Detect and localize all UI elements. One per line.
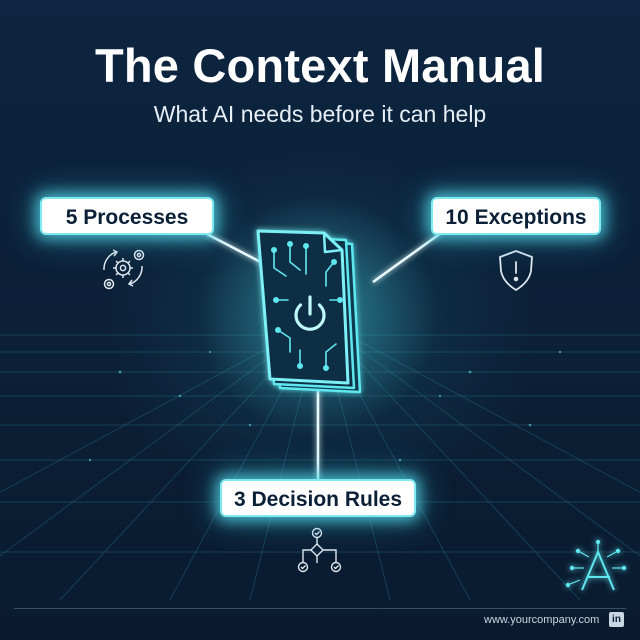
footer-url[interactable]: www.yourcompany.com <box>484 614 600 626</box>
shield-alert-icon <box>499 250 533 291</box>
decision-rules-label: 3 Decision Rules <box>220 479 416 517</box>
decision-flow-icon <box>297 527 342 573</box>
footer-divider <box>14 608 626 609</box>
exceptions-label: 10 Exceptions <box>431 197 601 235</box>
page-subtitle: What AI needs before it can help <box>153 101 487 127</box>
page-title: The Context Manual <box>94 39 546 92</box>
gears-cycle-icon <box>103 249 145 290</box>
brand-logo-icon <box>565 539 627 591</box>
processes-label: 5 Processes <box>40 197 214 235</box>
grid-sparkles <box>88 350 562 462</box>
linkedin-icon[interactable]: in <box>609 612 624 627</box>
book-power-icon <box>256 229 362 394</box>
